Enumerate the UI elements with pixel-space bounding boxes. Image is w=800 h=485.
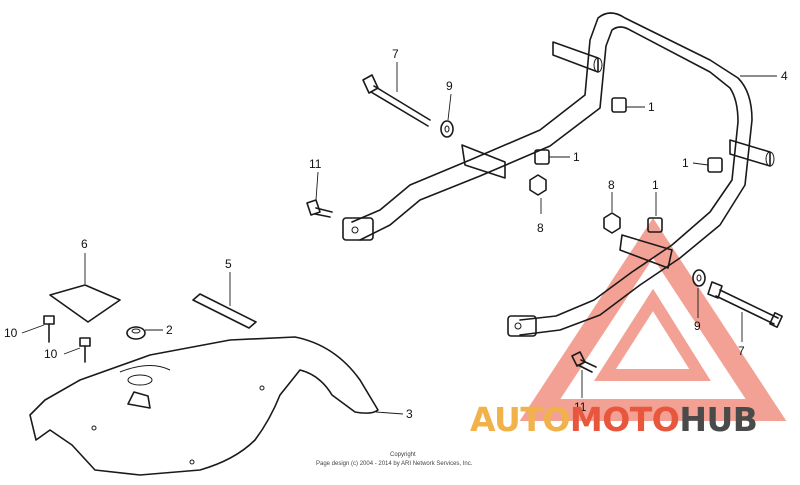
callout-6: 6: [81, 237, 88, 251]
short-bolts: [306, 199, 597, 373]
callout-11-upper: 11: [309, 157, 322, 171]
long-bolt-lower: [707, 281, 783, 328]
watermark-hub: HUB: [679, 400, 758, 439]
strip-part: [192, 293, 257, 329]
callout-1-d: 1: [652, 178, 659, 192]
copyright-line-1: Copyright: [390, 452, 416, 458]
callout-8-right: 8: [608, 178, 615, 192]
callout-1-c: 1: [682, 156, 689, 170]
washers-and-nuts: [440, 120, 706, 287]
watermark-triangle: [519, 217, 787, 421]
callout-7-upper: 7: [392, 47, 399, 61]
callout-1-a: 1: [648, 100, 655, 114]
callout-4: 4: [781, 69, 788, 83]
watermark-moto: MOTO: [569, 400, 680, 439]
small-bolts: [43, 315, 91, 363]
callout-10-a: 10: [4, 326, 18, 340]
grab-rail: [342, 12, 775, 337]
copyright-notice: Copyright Page design (c) 2004 - 2014 by…: [316, 452, 473, 467]
grommet: [126, 326, 146, 340]
callout-5: 5: [225, 257, 232, 271]
watermark-auto: AUTO: [470, 400, 570, 439]
label-plate: [49, 284, 121, 323]
callout-9-lower: 9: [694, 319, 701, 333]
callout-2: 2: [166, 323, 173, 337]
rear-fender: [29, 336, 379, 476]
callout-9-upper: 9: [446, 79, 453, 93]
callout-3: 3: [406, 407, 413, 421]
callout-11-lower: 11: [574, 400, 587, 414]
callout-8-left: 8: [537, 221, 544, 235]
callout-10-b: 10: [44, 347, 58, 361]
callout-labels: 7 9 1 4 1 1 11 8 8 1 6 5 10 10 2 3 9 7 1…: [4, 47, 788, 421]
watermark-wordmark: AUTOMOTOHUB: [470, 400, 758, 439]
clip-parts: [534, 97, 723, 233]
callout-7-lower: 7: [738, 344, 745, 358]
long-bolt-upper: [362, 74, 431, 127]
leader-lines: [21, 62, 777, 415]
copyright-line-2: Page design (c) 2004 - 2014 by ARI Netwo…: [316, 461, 473, 467]
callout-1-b: 1: [573, 150, 580, 164]
